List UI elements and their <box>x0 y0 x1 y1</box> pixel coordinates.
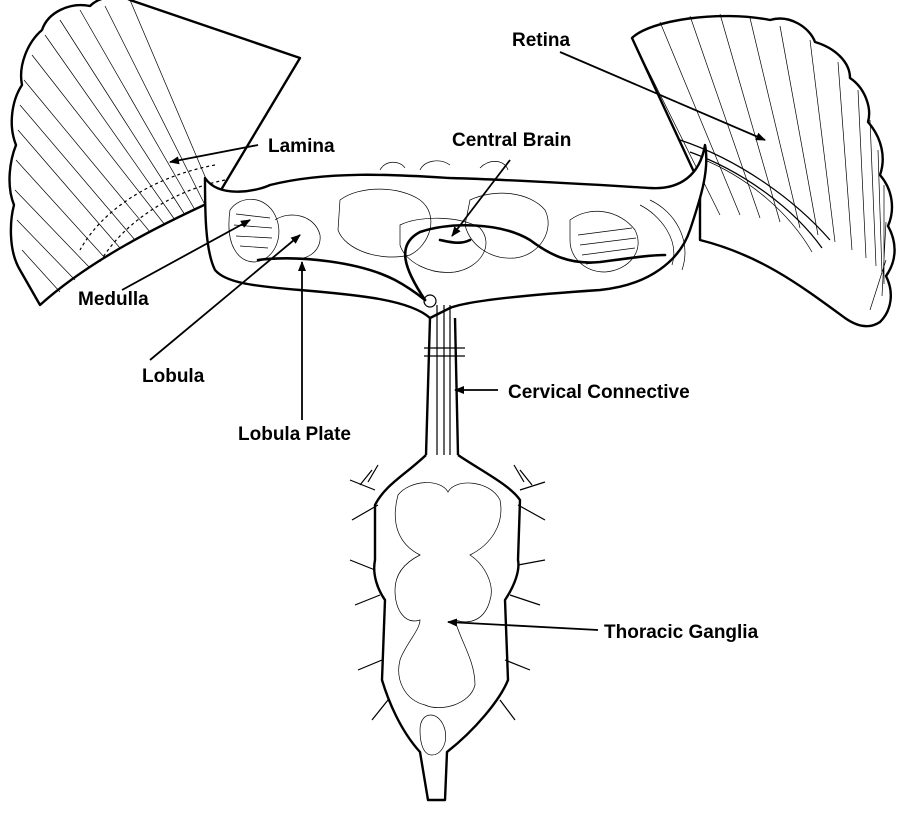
label-lamina: Lamina <box>268 136 335 157</box>
label-cervical-connective: Cervical Connective <box>508 382 690 403</box>
thoracic-ganglia <box>350 455 545 800</box>
label-retina: Retina <box>512 30 571 51</box>
label-central-brain: Central Brain <box>452 130 571 151</box>
label-lobula-plate: Lobula Plate <box>238 424 351 445</box>
cervical-connective <box>424 305 465 478</box>
label-lobula: Lobula <box>142 366 205 387</box>
label-medulla: Medulla <box>78 289 149 310</box>
right-eye <box>632 14 895 326</box>
label-thoracic-ganglia: Thoracic Ganglia <box>604 622 759 643</box>
